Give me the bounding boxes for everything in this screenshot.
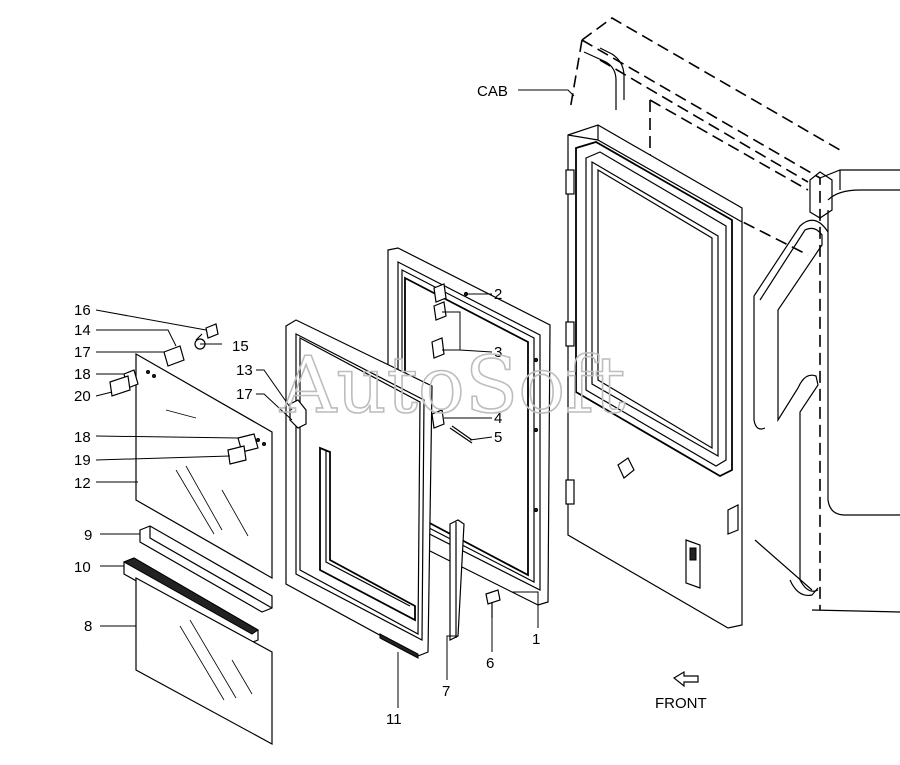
label-part-12: 12 bbox=[74, 475, 91, 492]
leader-lines bbox=[95, 89, 575, 708]
label-part-13: 13 bbox=[236, 362, 253, 379]
label-part-7: 7 bbox=[442, 683, 450, 700]
label-part-20: 20 bbox=[74, 388, 91, 405]
part-12-upper-glass bbox=[109, 323, 273, 580]
watermark-text: AutoSoft bbox=[279, 341, 625, 431]
label-part-18a: 18 bbox=[74, 366, 91, 383]
part-labels: CAB 2 3 4 5 1 6 7 11 16 14 15 17 18 20 1… bbox=[74, 83, 707, 728]
label-part-11: 11 bbox=[386, 711, 402, 728]
label-cab: CAB bbox=[477, 83, 508, 100]
label-part-1: 1 bbox=[532, 631, 540, 648]
label-part-10: 10 bbox=[74, 559, 91, 576]
part-7-channel-strip bbox=[449, 519, 465, 641]
part-9-10-strips bbox=[122, 525, 273, 645]
part-11-rubber-seal bbox=[285, 319, 433, 659]
label-part-9: 9 bbox=[84, 527, 92, 544]
label-part-17b: 17 bbox=[236, 386, 253, 403]
label-part-8: 8 bbox=[84, 618, 92, 635]
label-part-15: 15 bbox=[232, 338, 249, 355]
front-arrow-icon bbox=[672, 670, 699, 688]
label-part-6: 6 bbox=[486, 655, 494, 672]
label-part-14: 14 bbox=[74, 322, 91, 339]
label-part-2: 2 bbox=[494, 286, 502, 303]
label-part-5: 5 bbox=[494, 429, 502, 446]
label-part-19: 19 bbox=[74, 452, 91, 469]
label-part-16: 16 bbox=[74, 302, 91, 319]
label-front: FRONT bbox=[655, 695, 707, 712]
label-part-3: 3 bbox=[494, 344, 502, 361]
label-part-17a: 17 bbox=[74, 344, 91, 361]
label-part-18b: 18 bbox=[74, 429, 91, 446]
label-part-4: 4 bbox=[494, 410, 502, 427]
cab-assembly bbox=[565, 17, 900, 629]
part-8-lower-glass bbox=[135, 576, 273, 746]
